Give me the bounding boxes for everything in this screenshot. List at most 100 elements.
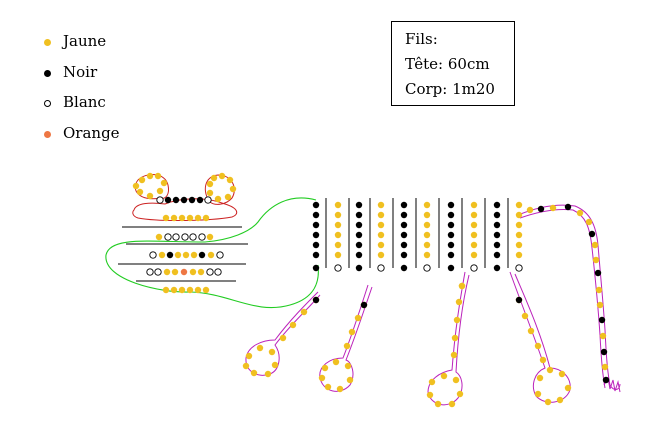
head-bead <box>155 233 163 241</box>
tail-bead <box>564 203 572 211</box>
tail-bead <box>601 363 609 371</box>
body-bead <box>377 211 385 219</box>
body-bead <box>355 231 363 239</box>
body-bead <box>334 201 342 209</box>
leg-bead <box>440 372 448 380</box>
body-bead <box>312 264 320 272</box>
body-bead <box>312 251 320 259</box>
tail-bead <box>592 256 600 264</box>
head-bead <box>198 233 206 241</box>
head-bead <box>178 286 186 294</box>
body-rows <box>325 198 509 268</box>
ear-bead <box>218 172 226 180</box>
head-bead <box>149 251 157 259</box>
head-bead <box>174 251 182 259</box>
head-bead <box>194 286 202 294</box>
body-bead <box>312 211 320 219</box>
leg-bead <box>453 316 461 324</box>
leg-bead <box>558 370 566 378</box>
body-bead <box>515 251 523 259</box>
tail-bead <box>591 241 599 249</box>
tail-bead <box>594 269 602 277</box>
head-bead <box>166 251 174 259</box>
tail-bead <box>526 206 534 214</box>
head-rows <box>118 226 248 282</box>
head-bead <box>216 251 224 259</box>
body-bead <box>515 221 523 229</box>
body-bead <box>515 264 523 272</box>
ear-bead <box>226 176 234 184</box>
leg-bead <box>344 362 352 370</box>
tail-bead <box>588 230 596 238</box>
head-bead <box>181 233 189 241</box>
body-bead <box>423 241 431 249</box>
ear-bead <box>229 185 237 193</box>
body-bead <box>355 211 363 219</box>
body-bead <box>400 221 408 229</box>
leg-bead <box>458 282 466 290</box>
leg-bead <box>450 351 458 359</box>
leg-bead <box>245 352 253 360</box>
legend-label: Jaune <box>63 32 107 50</box>
head-bead <box>154 268 162 276</box>
purple-leg-1 <box>245 291 321 376</box>
body-bead <box>334 241 342 249</box>
body-bead <box>334 251 342 259</box>
tail-bead <box>576 209 584 217</box>
body-bead <box>377 264 385 272</box>
body-bead <box>355 251 363 259</box>
leg-bead <box>527 327 535 335</box>
head-bead <box>204 196 212 204</box>
body-bead <box>334 264 342 272</box>
legend-label: Orange <box>63 123 120 142</box>
leg-bead <box>521 312 529 320</box>
head-bead <box>189 268 197 276</box>
info-head-length: Tête: 60cm <box>405 55 490 73</box>
body-bead <box>355 241 363 249</box>
body-bead <box>470 264 478 272</box>
tail-bead <box>549 204 557 212</box>
head-bead <box>202 214 210 222</box>
red-ear-right <box>204 174 235 205</box>
leg-bead <box>448 400 456 408</box>
head-bead <box>182 251 190 259</box>
body-bead <box>470 221 478 229</box>
body-bead <box>423 251 431 259</box>
body-bead <box>493 211 501 219</box>
head-bead <box>171 268 179 276</box>
head-bead <box>189 233 197 241</box>
body-bead <box>515 201 523 209</box>
head-bead <box>214 268 222 276</box>
body-bead <box>400 231 408 239</box>
info-body-length: Corp: 1m20 <box>405 80 495 98</box>
body-bead <box>377 221 385 229</box>
tail-bead <box>596 301 604 309</box>
head-bead <box>206 233 214 241</box>
head-bead <box>162 286 170 294</box>
body-bead <box>355 221 363 229</box>
leg-bead <box>256 344 264 352</box>
ear-bead <box>224 193 232 201</box>
leg-bead <box>428 378 436 386</box>
purple-leg-2 <box>319 284 373 392</box>
leg-bead <box>264 370 272 378</box>
head-bead <box>196 196 204 204</box>
head-bead <box>172 233 180 241</box>
head-bead <box>188 196 196 204</box>
body-bead <box>377 251 385 259</box>
leg-bead <box>279 334 287 342</box>
body-bead <box>447 221 455 229</box>
ear-bead <box>160 179 168 187</box>
body-bead <box>493 201 501 209</box>
body-bead <box>447 241 455 249</box>
body-bead <box>334 211 342 219</box>
yellow-bead-icon <box>44 39 51 46</box>
ear-bead <box>136 188 144 196</box>
leg-bead <box>452 376 460 384</box>
ear-bead <box>156 187 164 195</box>
body-bead <box>400 201 408 209</box>
purple-leg-4 <box>509 271 571 403</box>
body-bead <box>355 201 363 209</box>
tail-bead <box>600 348 608 356</box>
head-bead <box>197 268 205 276</box>
